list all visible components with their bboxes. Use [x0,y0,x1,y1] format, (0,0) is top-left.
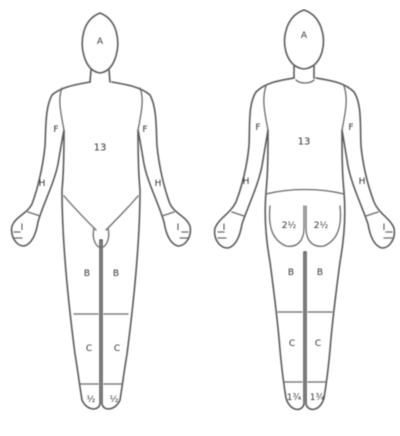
back-arm-divider [264,86,346,130]
front-neck-outline [90,70,110,82]
front-body-outline [12,82,191,409]
back-buttocks [270,206,341,246]
front-pelvic-line [64,196,138,230]
front-head-label: A [97,37,104,47]
back-hand-right-label: I [383,223,386,233]
front-hand-left-label: I [21,223,24,233]
back-trunk-label: 13 [298,137,311,148]
back-buttock-left-label: 2½ [282,221,297,231]
front-thigh-right-label: B [113,269,119,279]
back-figure: A 13 F F H H I I 2½ 2½ B B C C 1¾ 1¾ [215,10,395,409]
front-upper-arm-left-label: F [53,125,58,135]
front-thigh-left-label: B [84,269,90,279]
front-arm-divider [60,88,142,130]
back-thigh-right-label: B [317,268,323,278]
back-wrist-lines [232,212,378,216]
front-wrist-lines [28,212,174,216]
back-lower-leg-left-label: C [289,339,295,349]
back-waist-line [266,190,344,195]
back-forearm-right-label: H [359,177,366,187]
back-buttock-right-label: 2½ [314,221,329,231]
back-foot-left-label: 1¾ [287,393,302,403]
back-lower-leg-right-label: C [315,339,321,349]
back-upper-arm-left-label: F [255,123,260,133]
front-hand-right-label: I [177,223,180,233]
front-forearm-left-label: H [39,179,46,189]
front-forearm-right-label: H [155,179,162,189]
back-head-label: A [301,31,308,41]
back-hand-left-label: I [223,223,226,233]
back-finger-lines [218,232,392,238]
front-lower-leg-right-label: C [114,344,120,354]
back-foot-right-label: 1¾ [310,393,325,403]
front-lower-leg-left-label: C [86,344,92,354]
front-foot-right-label: ½ [110,395,119,405]
back-upper-arm-right-label: F [348,123,353,133]
front-upper-arm-right-label: F [142,125,147,135]
front-finger-lines [14,232,188,238]
back-body-outline [215,78,395,409]
front-figure: A 13 F F H H I I B B C C ½ ½ [12,13,191,409]
front-foot-left-label: ½ [87,395,96,405]
front-trunk-label: 13 [94,143,107,154]
back-neck-base [296,80,314,83]
back-forearm-left-label: H [243,177,250,187]
front-groin [93,228,108,248]
back-thigh-left-label: B [288,268,294,278]
